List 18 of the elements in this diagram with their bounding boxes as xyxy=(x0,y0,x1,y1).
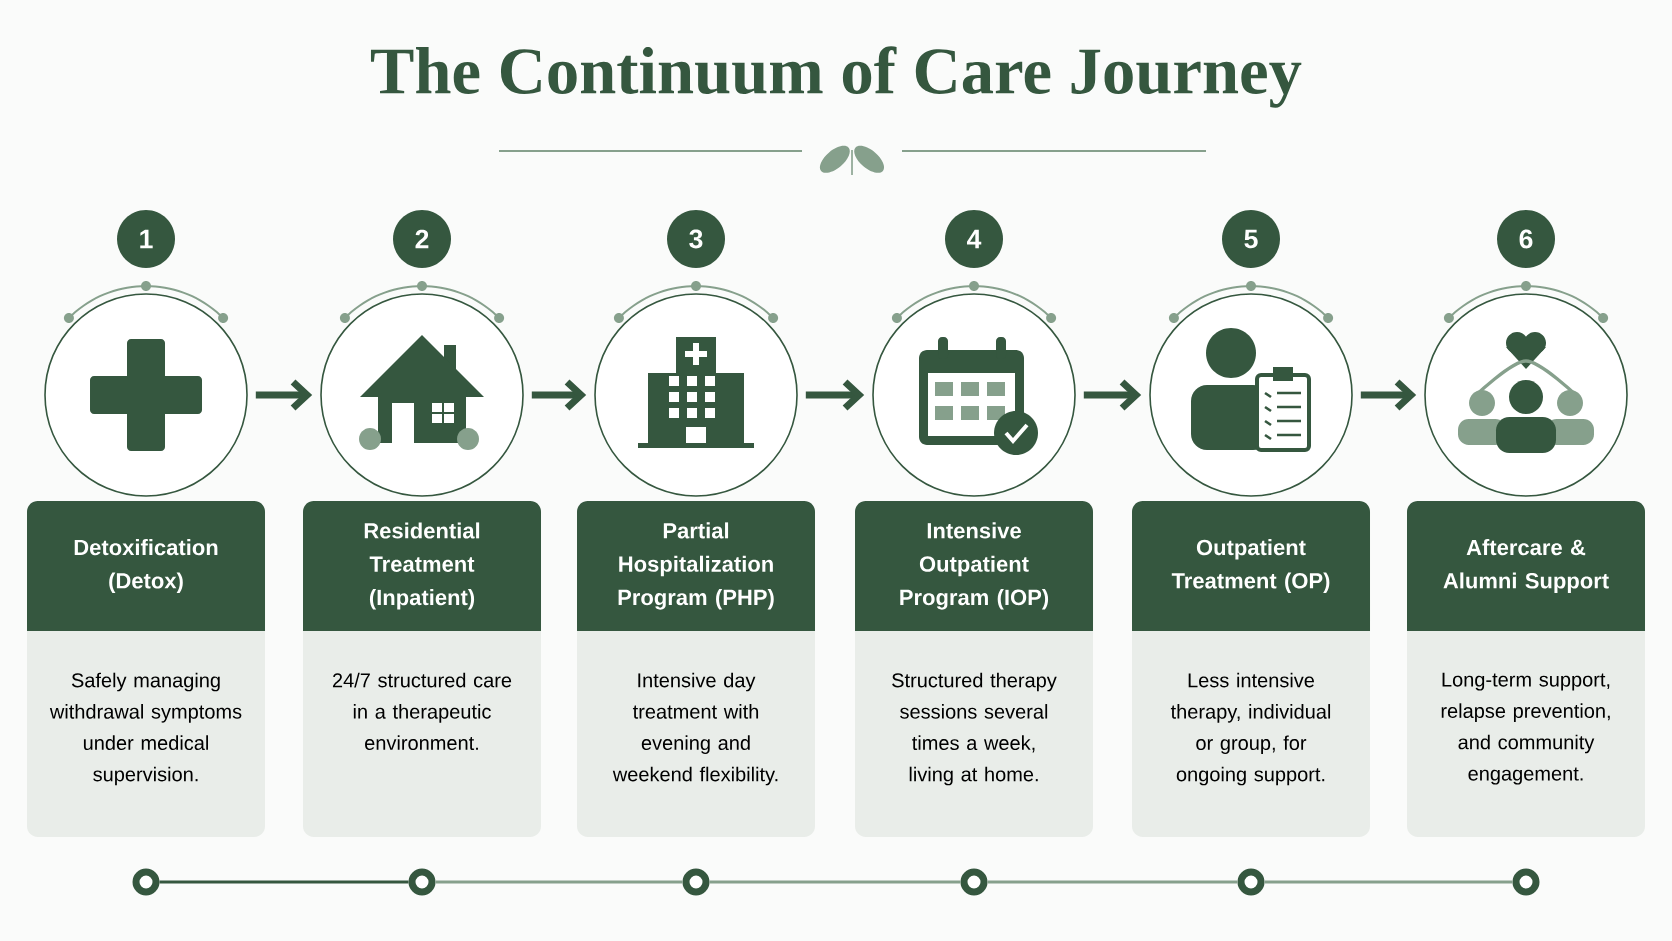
number-badge: 3 xyxy=(667,210,725,268)
number-badge: 6 xyxy=(1497,210,1555,268)
timeline-dot xyxy=(408,868,436,896)
title: The Continuum of Care Journey xyxy=(370,46,1302,108)
timeline-dot xyxy=(1512,868,1540,896)
timeline-dot xyxy=(132,868,160,896)
timeline-line xyxy=(987,880,1238,884)
number-badge: 5 xyxy=(1222,210,1280,268)
timeline-line xyxy=(1264,880,1513,884)
number-badge: 4 xyxy=(945,210,1003,268)
timeline-dot xyxy=(1237,868,1265,896)
number-badge: 1 xyxy=(117,210,175,268)
timeline-line xyxy=(709,880,961,884)
timeline-dot xyxy=(682,868,710,896)
timeline-line xyxy=(435,880,683,884)
timeline-dot xyxy=(960,868,988,896)
timeline-line xyxy=(159,880,409,884)
number-badge: 2 xyxy=(393,210,451,268)
